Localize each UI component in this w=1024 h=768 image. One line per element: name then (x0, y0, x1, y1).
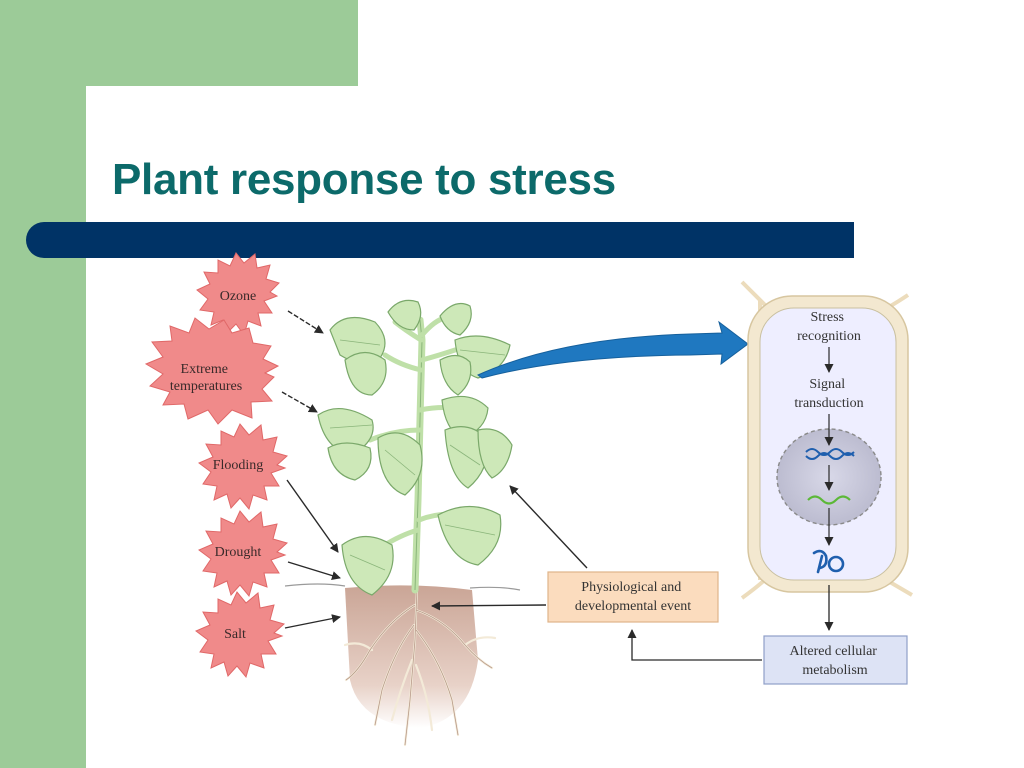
stressor-extreme-label-line2: temperatures (170, 379, 242, 394)
slide-corner (86, 86, 206, 206)
stressor-ozone-label: Ozone (220, 289, 257, 304)
stressor-salt-label: Salt (224, 627, 246, 642)
leaf (387, 299, 422, 331)
leaf (477, 428, 513, 479)
stressor-flooding: Flooding (198, 423, 289, 511)
arrow-drought (287, 561, 341, 580)
stressor-extreme-label-line1: Extreme (181, 362, 228, 377)
arrow-ozone (287, 310, 324, 334)
leaf (439, 354, 472, 396)
physiological-event-line1: Physiological and (581, 580, 681, 595)
cell-diagram: Stress recognition Signal transduction (740, 280, 914, 600)
leaf (437, 506, 502, 566)
leaves (317, 299, 513, 596)
leaf (317, 408, 374, 456)
arrow-flooding (286, 479, 339, 553)
stressor-arrows (281, 310, 341, 629)
stressor-flooding-label: Flooding (213, 458, 264, 473)
title-underline-bar (26, 222, 854, 258)
mrna-icon (807, 495, 851, 505)
leaf (377, 432, 423, 496)
protein-icon (812, 549, 845, 574)
stressor-salt: Salt (195, 591, 286, 679)
leaf (444, 426, 489, 489)
svg-text:Physiological and develo: Physiological and developmental event (575, 580, 691, 614)
svg-text:Altered cellular metabol: Altered cellular metabolism (790, 644, 881, 678)
main-arrow-to-cell (477, 320, 749, 379)
starburst-icon (198, 510, 289, 598)
svg-text:Stress recognition: Stress recognition (797, 310, 861, 344)
altered-metabolism-line2: metabolism (802, 663, 867, 678)
leaf (327, 442, 372, 481)
physiological-event-box: Physiological and developmental event (547, 571, 719, 623)
leaf (344, 351, 387, 396)
arrow-metabolism-to-event (627, 629, 762, 661)
top-band-decoration (86, 0, 358, 86)
starburst-icon (195, 591, 286, 679)
altered-metabolism-line1: Altered cellular (790, 644, 878, 659)
leaf (341, 535, 394, 596)
svg-text:Salt: Salt (224, 627, 246, 642)
cell-signal-transduction-line1: Signal (809, 377, 845, 392)
svg-text:Signal transduction: Signal transduction (794, 377, 863, 411)
plant-illustration (284, 299, 521, 747)
soil (345, 585, 478, 728)
svg-text:Extreme temperatures: Extreme temperatures (170, 362, 242, 394)
arrow-temperatures (281, 391, 318, 413)
stressor-drought: Drought (198, 510, 289, 598)
altered-metabolism-box: Altered cellular metabolism (763, 635, 908, 685)
physiological-event-line2: developmental event (575, 599, 691, 614)
arrow-event-to-root (431, 601, 547, 611)
arrow-event-to-leaf (509, 485, 588, 569)
svg-text:Flooding: Flooding (213, 458, 264, 473)
starburst-icon (198, 423, 289, 511)
sidebar-decoration (0, 0, 86, 768)
stressor-ozone: Ozone (196, 252, 280, 337)
arrow-salt (284, 614, 341, 629)
cell-signal-transduction-line2: transduction (794, 396, 863, 411)
cell-stress-recognition-line2: recognition (797, 329, 861, 344)
starburst-icon (144, 317, 280, 425)
stressor-extreme-temperatures: Extreme temperatures (144, 317, 280, 425)
svg-text:Drought: Drought (215, 545, 262, 560)
cell-stress-recognition-line1: Stress (811, 310, 844, 325)
slide-title: Plant response to stress (112, 155, 616, 204)
ground-line (284, 583, 521, 591)
stressor-drought-label: Drought (215, 545, 262, 560)
dna-icon (805, 448, 855, 460)
starburst-icon (196, 252, 280, 337)
svg-text:Ozone: Ozone (220, 289, 257, 304)
leaf (439, 303, 472, 336)
